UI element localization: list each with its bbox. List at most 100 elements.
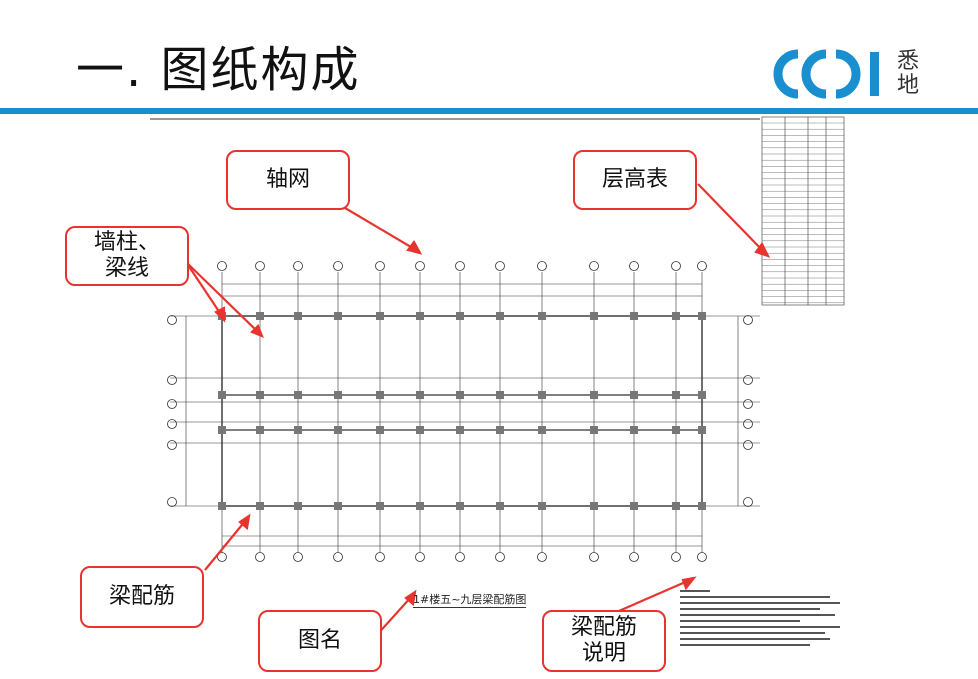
axis-bubble: [167, 440, 177, 450]
axis-bubble: [589, 552, 599, 562]
column-mark: [698, 426, 706, 434]
axis-bubble: [589, 261, 599, 271]
axis-bubble: [743, 497, 753, 507]
column-mark: [496, 312, 504, 320]
column-mark: [294, 502, 302, 510]
column-mark: [538, 426, 546, 434]
header-band: [0, 108, 978, 114]
company-logo: [773, 49, 879, 99]
axis-bubble: [415, 261, 425, 271]
column-mark: [294, 312, 302, 320]
axis-bubble: [333, 261, 343, 271]
callout-arrows: [185, 183, 771, 638]
column-mark: [256, 391, 264, 399]
axis-bubble: [671, 552, 681, 562]
column-mark: [538, 391, 546, 399]
axis-bubble: [217, 261, 227, 271]
axis-bubble: [167, 497, 177, 507]
column-mark: [256, 502, 264, 510]
column-mark: [416, 502, 424, 510]
column-mark: [416, 426, 424, 434]
axis-bubble: [375, 552, 385, 562]
callout-beam-rebar: 梁配筋: [80, 566, 204, 628]
column-mark: [334, 502, 342, 510]
axis-bubble: [697, 552, 707, 562]
axis-bubble: [415, 552, 425, 562]
column-mark: [630, 312, 638, 320]
column-mark: [376, 502, 384, 510]
column-mark: [698, 391, 706, 399]
figure-name: 1#楼五~九层梁配筋图: [413, 593, 527, 608]
column-mark: [630, 426, 638, 434]
axis-bubble: [743, 419, 753, 429]
axis-bubble: [255, 261, 265, 271]
callout-floor-height: 层高表: [573, 150, 697, 210]
column-mark: [630, 502, 638, 510]
axis-bubble: [217, 552, 227, 562]
axis-bubble: [167, 315, 177, 325]
axis-bubble: [743, 399, 753, 409]
column-mark: [416, 312, 424, 320]
callout-drawing-name: 图名: [258, 610, 382, 672]
axis-bubble: [167, 399, 177, 409]
floor-plan: [170, 315, 760, 507]
column-mark: [698, 502, 706, 510]
axis-bubble: [293, 261, 303, 271]
slide-title: 一. 图纸构成: [76, 42, 361, 98]
axis-bubble: [697, 261, 707, 271]
column-mark: [416, 391, 424, 399]
axis-bubble: [629, 552, 639, 562]
callout-wall-column: 墙柱、 梁线: [65, 226, 189, 286]
floor-height-table: [761, 116, 845, 306]
axis-bubble: [537, 261, 547, 271]
column-mark: [672, 502, 680, 510]
axis-bubble: [455, 552, 465, 562]
axis-bubble: [743, 315, 753, 325]
axis-bubble: [495, 552, 505, 562]
column-mark: [256, 312, 264, 320]
column-mark: [590, 391, 598, 399]
column-mark: [630, 391, 638, 399]
axis-bubble: [333, 552, 343, 562]
column-mark: [456, 502, 464, 510]
rebar-notes-text: [680, 586, 850, 674]
column-mark: [590, 426, 598, 434]
axis-bubble: [743, 440, 753, 450]
callout-rebar-notes: 梁配筋 说明: [542, 610, 666, 672]
column-mark: [590, 502, 598, 510]
column-mark: [456, 391, 464, 399]
column-mark: [376, 391, 384, 399]
column-mark: [334, 426, 342, 434]
column-mark: [538, 502, 546, 510]
column-mark: [294, 426, 302, 434]
column-mark: [218, 391, 226, 399]
axis-bubble: [455, 261, 465, 271]
column-mark: [218, 502, 226, 510]
column-mark: [698, 312, 706, 320]
column-mark: [496, 426, 504, 434]
column-mark: [672, 391, 680, 399]
axis-bubble: [375, 261, 385, 271]
column-mark: [590, 312, 598, 320]
axis-bubble: [167, 375, 177, 385]
axis-bubble: [167, 419, 177, 429]
axis-bubble: [629, 261, 639, 271]
column-mark: [456, 426, 464, 434]
logo-text: 悉 地: [896, 49, 919, 98]
column-mark: [334, 391, 342, 399]
column-mark: [376, 426, 384, 434]
axis-bubble: [671, 261, 681, 271]
callout-grid: 轴网: [226, 150, 350, 210]
column-mark: [496, 502, 504, 510]
column-mark: [256, 426, 264, 434]
column-mark: [294, 391, 302, 399]
axis-bubble: [537, 552, 547, 562]
column-mark: [334, 312, 342, 320]
column-mark: [376, 312, 384, 320]
column-mark: [538, 312, 546, 320]
axis-bubble: [255, 552, 265, 562]
column-mark: [218, 426, 226, 434]
column-mark: [672, 426, 680, 434]
axis-bubble: [743, 375, 753, 385]
